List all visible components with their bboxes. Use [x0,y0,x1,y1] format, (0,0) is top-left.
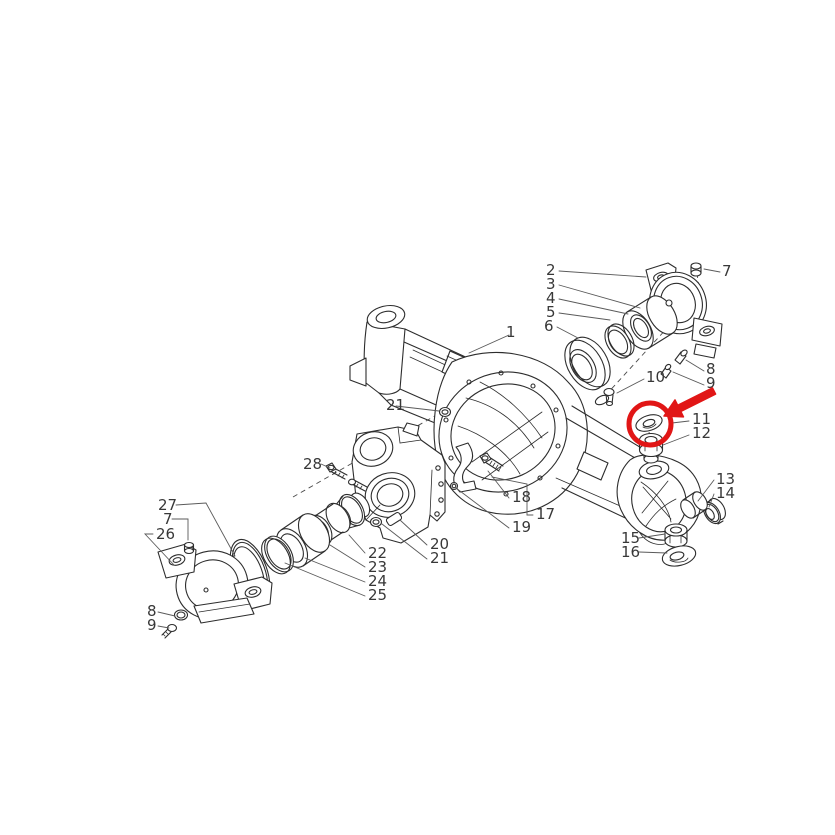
highlight [626,387,717,448]
callout-1: 1 [506,323,516,341]
part-bolt-28 [325,462,348,480]
callout-13: 13 [716,470,735,488]
highlight-circle [626,400,674,448]
part-inner-ring [630,314,652,342]
callout-15: 15 [621,529,640,547]
part-pin-20 [385,512,403,526]
callout-19: 19 [512,518,531,536]
callout-6: 6 [544,317,554,335]
part-washer-11 [635,414,663,432]
callout-10: 10 [646,368,665,386]
callout-9-upper: 9 [706,374,716,392]
callout-21-lower: 21 [430,549,449,567]
callout-21-upper: 21 [386,396,405,414]
callout-8-upper: 8 [706,360,716,378]
callout-17: 17 [536,505,555,523]
callout-23: 23 [368,558,387,576]
part-seal-ring [604,323,635,359]
callout-12: 12 [692,424,711,442]
callout-labels: 1 2 3 4 5 6 7 8 9 10 11 12 13 14 15 16 1… [147,261,735,634]
callout-11: 11 [692,410,711,428]
part-washer-16 [661,545,697,567]
part-breather-valve-10 [603,387,615,407]
callout-8-lower: 8 [147,602,157,620]
part-cap-nut-upper [690,262,702,277]
callout-20: 20 [430,535,449,553]
callout-28: 28 [303,455,322,473]
part-carrier-housing [351,422,446,544]
part-snap-ring-25 [261,535,294,575]
part-bolt-28b [347,478,368,492]
part-grease-fitting-9 [660,363,672,379]
part-grease-fitting-8 [674,349,688,365]
callout-14: 14 [716,484,735,502]
part-cap-nut-lower [183,541,195,555]
callout-5: 5 [546,303,556,321]
callout-26: 26 [156,525,175,543]
part-flanged-ring [564,336,611,391]
callout-24: 24 [368,572,387,590]
callout-4: 4 [546,289,556,307]
callout-25: 25 [368,586,387,604]
callout-7-lower: 7 [163,510,173,528]
highlight-arrow [663,387,717,418]
part-nut-14 [703,497,726,525]
callout-2: 2 [546,261,556,279]
part-bolt-9-lower [161,623,178,639]
callout-7-upper: 7 [722,262,732,280]
part-nut-21-lower [369,516,383,528]
callout-3: 3 [546,275,556,293]
callout-16: 16 [621,543,640,561]
callout-9-lower: 9 [147,616,157,634]
part-nut-15 [664,523,688,548]
part-bolt-18 [479,452,504,472]
callout-22: 22 [368,544,387,562]
part-bracket-17 [453,442,477,493]
callout-27: 27 [158,496,177,514]
part-axle-housing [349,304,665,528]
part-bearing-bracket-lower [157,543,273,624]
part-nut-8-lower [173,609,189,621]
part-nut-21-upper [438,406,452,418]
part-bushing-13 [680,491,708,519]
leader-lines [143,268,721,629]
callout-18: 18 [512,488,531,506]
